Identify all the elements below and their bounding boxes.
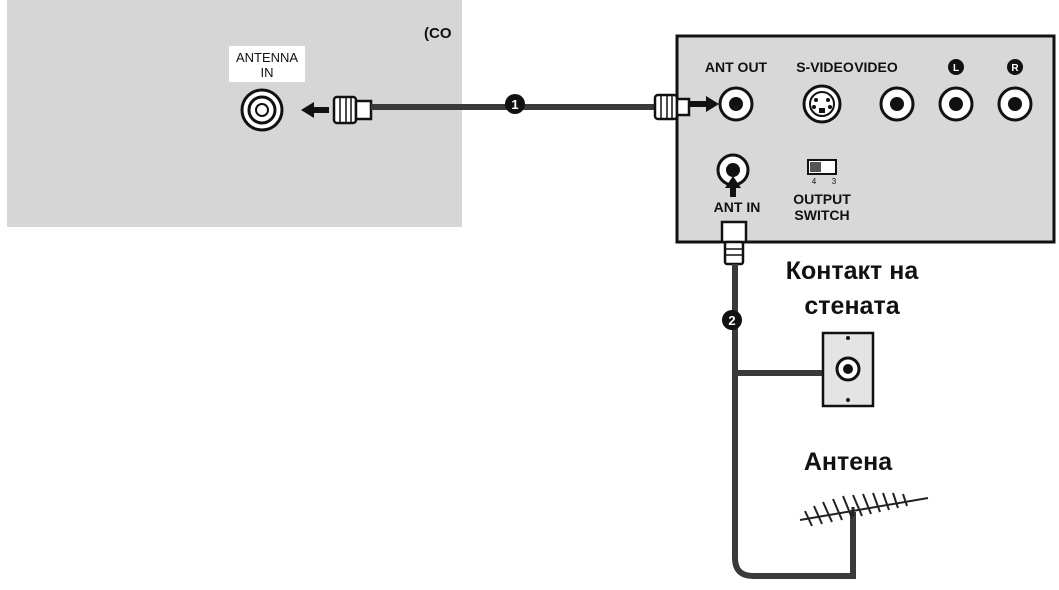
step-2-badge: 2	[722, 310, 742, 330]
video-jack[interactable]	[879, 86, 915, 122]
antenna-label: Антена	[804, 448, 893, 476]
svg-text:1: 1	[511, 97, 518, 112]
step-1-badge: 1	[505, 94, 525, 114]
wall-outlet-label-line2: стената	[804, 292, 900, 320]
audio-left-jack[interactable]	[938, 86, 974, 122]
output-switch-label-line2: SWITCH	[794, 207, 849, 223]
antenna-in-label-line2: IN	[261, 65, 274, 80]
output-switch-label-line1: OUTPUT	[793, 191, 851, 207]
video-label: VIDEO	[854, 59, 898, 75]
arrow-left-icon	[301, 102, 329, 118]
antenna-icon	[799, 492, 929, 527]
svg-text:2: 2	[728, 313, 735, 328]
tv-back-panel: (CO ANTENNA IN	[7, 0, 462, 227]
tv-panel-partial-label: (CO	[424, 25, 452, 42]
cable-plug-tv	[332, 95, 373, 125]
ant-in-label: ANT IN	[714, 199, 761, 215]
antenna-in-label-line1: ANTENNA	[236, 50, 298, 65]
audio-right-badge: R	[1007, 59, 1023, 75]
device-back-panel: ANT OUT S-VIDEO VIDEO L R	[675, 34, 1056, 244]
antenna-in-label-box	[229, 46, 305, 82]
antenna-in-jack[interactable]	[240, 88, 284, 132]
audio-right-jack[interactable]	[997, 86, 1033, 122]
arrow-up-icon	[725, 176, 741, 197]
wall-outlet-icon	[821, 331, 875, 408]
svg-text:L: L	[953, 63, 959, 74]
audio-left-badge: L	[948, 59, 964, 75]
cable-plug-ant-in	[720, 220, 748, 266]
switch-left-number: 4	[812, 177, 817, 186]
svg-text:R: R	[1011, 63, 1019, 74]
ant-out-jack[interactable]	[718, 86, 754, 122]
switch-right-number: 3	[832, 177, 837, 186]
wall-outlet-label-line1: Контакт на	[786, 257, 920, 285]
output-switch[interactable]	[807, 159, 837, 175]
cable-plug-device	[653, 93, 691, 121]
coax-cable-2	[732, 264, 856, 579]
s-video-jack[interactable]	[802, 84, 842, 124]
arrow-right-icon	[690, 96, 719, 112]
s-video-label: S-VIDEO	[796, 59, 854, 75]
ant-out-label: ANT OUT	[705, 59, 768, 75]
